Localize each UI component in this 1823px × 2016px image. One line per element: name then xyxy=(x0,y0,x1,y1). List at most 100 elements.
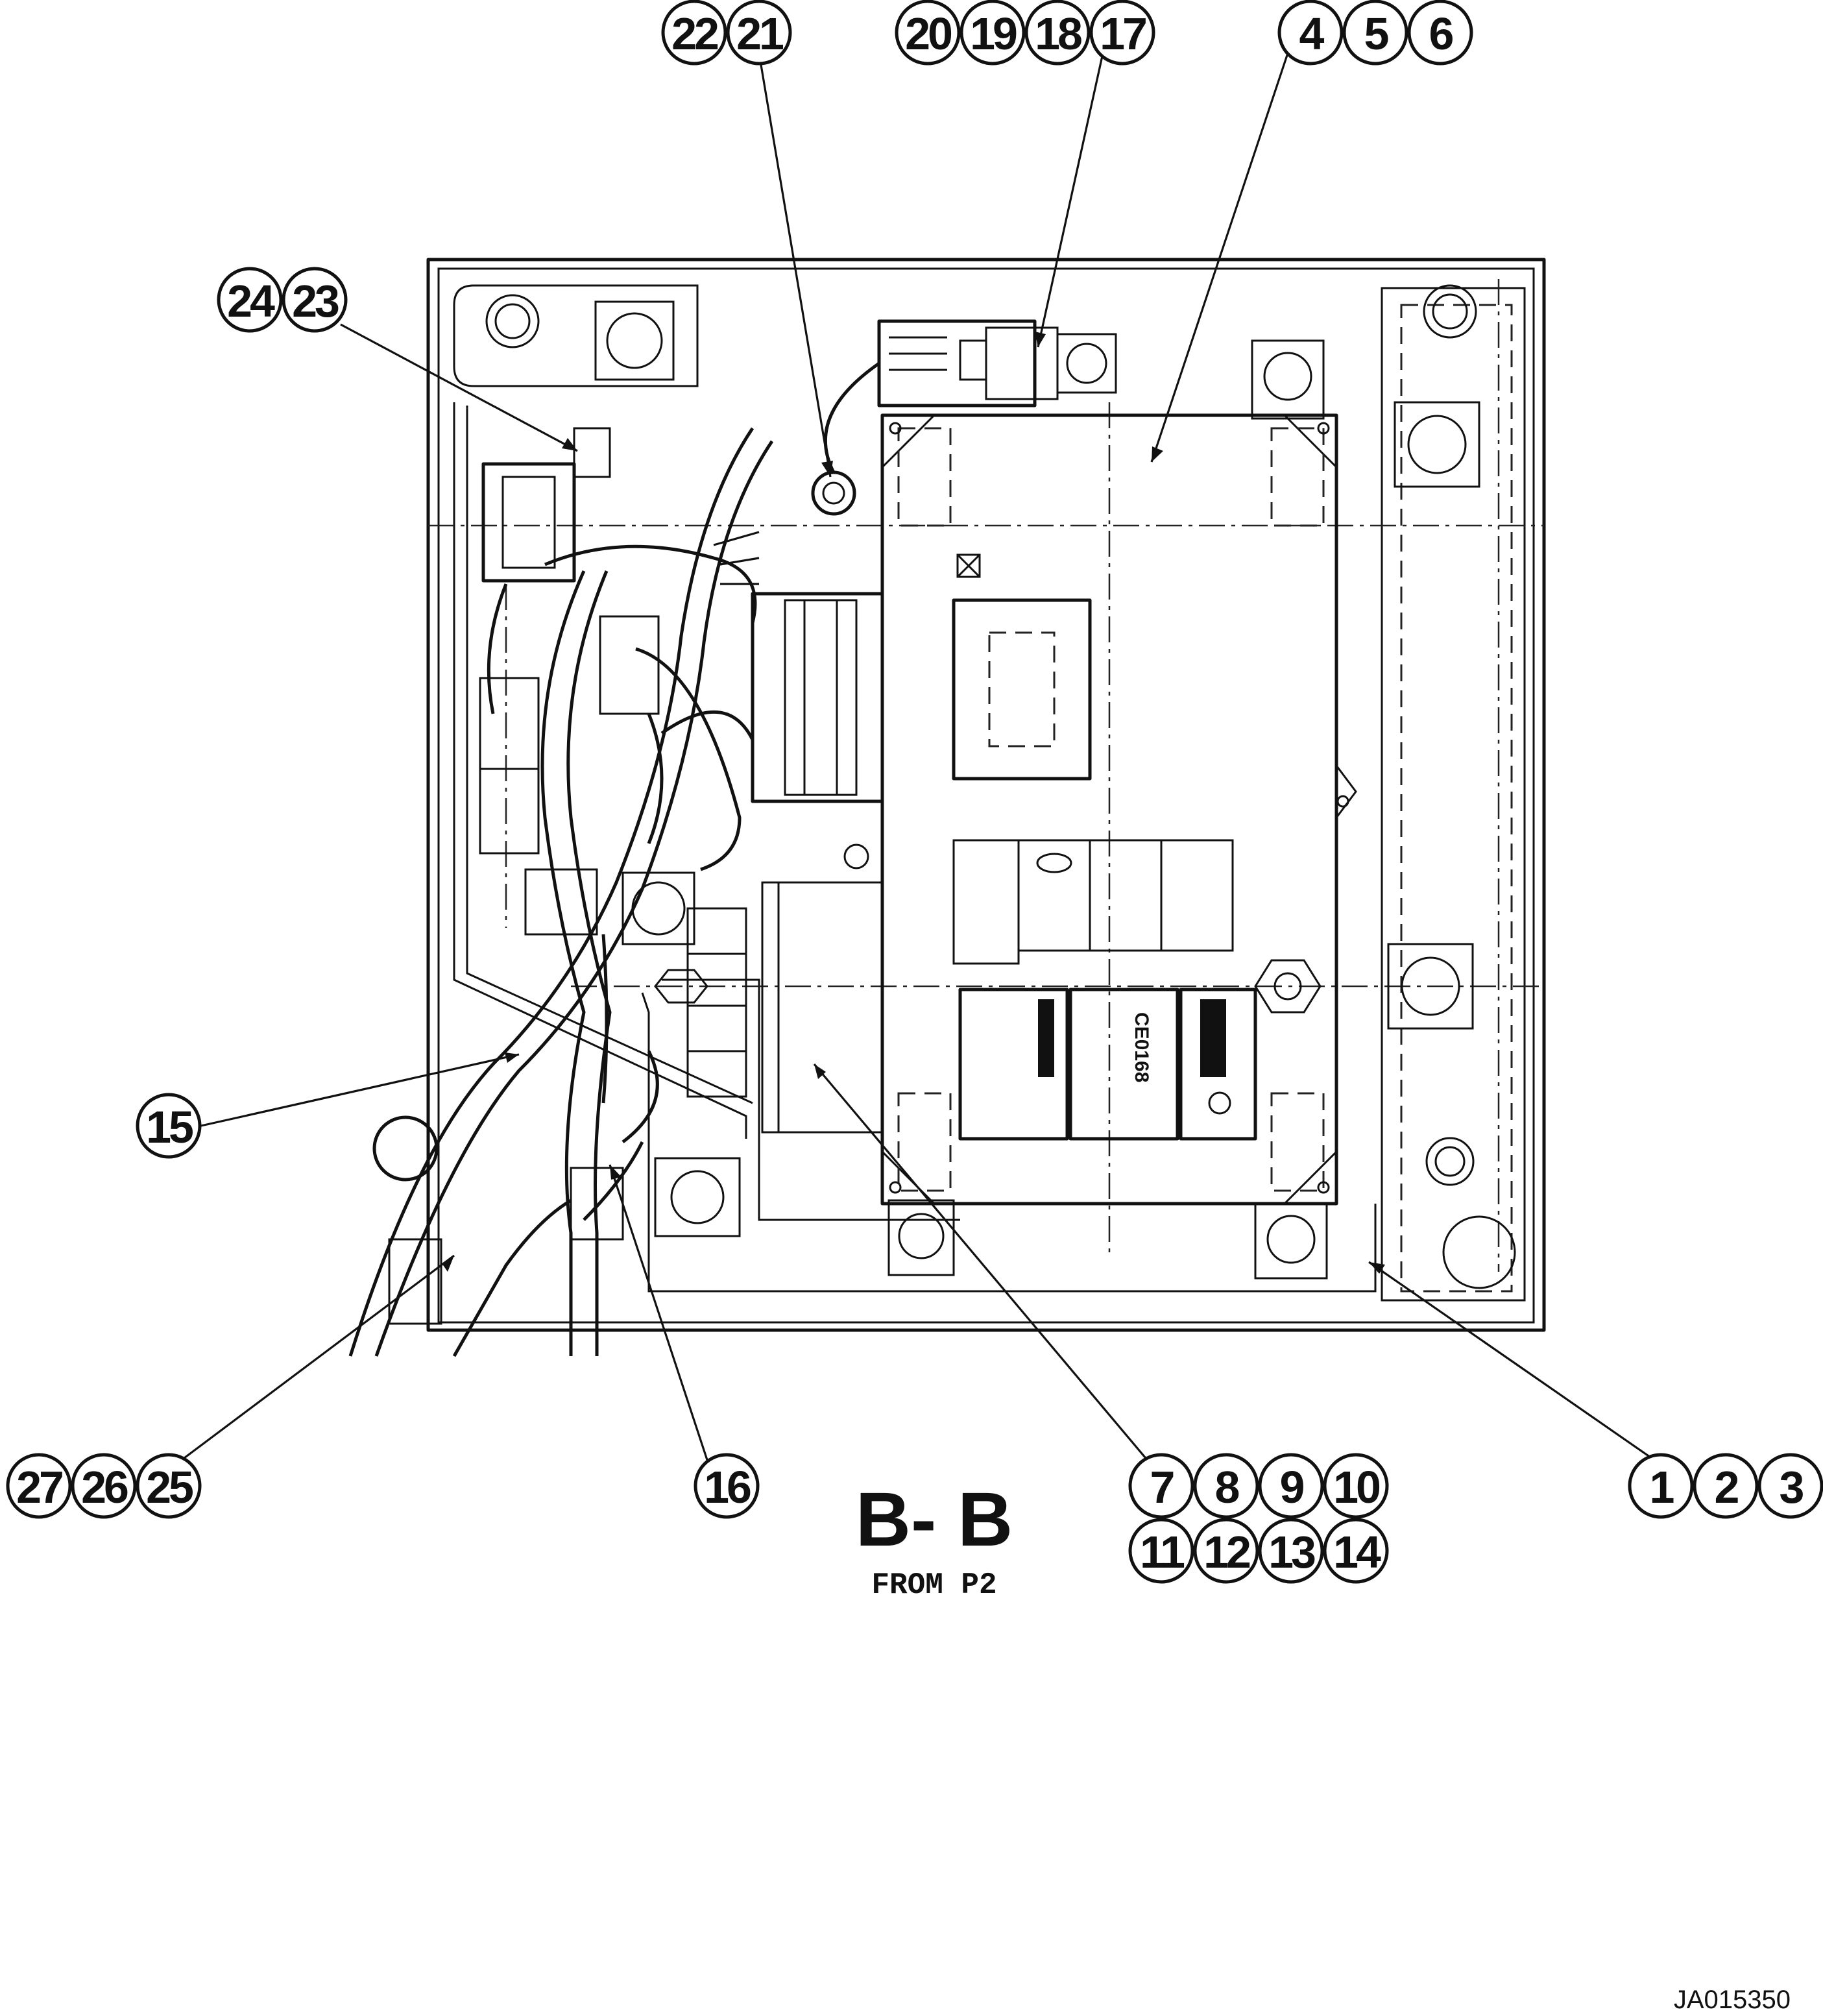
callout-number: 22 xyxy=(671,8,718,59)
callout-bubble-27: 27 xyxy=(6,1453,72,1519)
callout-group-24-23: 24 23 xyxy=(217,267,348,333)
center-lines xyxy=(428,279,1544,1272)
callout-circle xyxy=(1323,1518,1389,1584)
bolt-top-left-2 xyxy=(594,300,675,381)
callout-circle xyxy=(136,1093,202,1159)
callout-number: 15 xyxy=(146,1102,193,1152)
callout-circle xyxy=(661,0,727,66)
bolt-right-lower xyxy=(1387,943,1474,1030)
callout-circle xyxy=(1757,1453,1823,1519)
callout-circle xyxy=(1277,0,1344,66)
bolt-top-center xyxy=(1056,333,1117,394)
callout-circle xyxy=(694,1453,760,1519)
callout-circle xyxy=(960,0,1026,66)
ecm-controller: CE0168 xyxy=(880,413,1357,1206)
callout-circle xyxy=(1693,1453,1759,1519)
view-label: B- B FROM P2 xyxy=(856,1477,1013,1602)
callout-group-15: 15 xyxy=(136,1093,202,1159)
callout-number: 3 xyxy=(1780,1462,1804,1512)
view-title: B- B xyxy=(856,1477,1013,1562)
callout-number: 5 xyxy=(1364,8,1388,59)
callout-bubble-9: 9 xyxy=(1258,1453,1324,1519)
bolt-right-small xyxy=(1425,1137,1475,1186)
callout-bubble-25: 25 xyxy=(136,1453,202,1519)
view-subtitle: FROM P2 xyxy=(871,1568,996,1602)
callout-number: 17 xyxy=(1100,8,1146,59)
callout-group-16: 16 xyxy=(694,1453,760,1519)
callout-number: 18 xyxy=(1035,8,1081,59)
callout-bubble-1: 1 xyxy=(1628,1453,1694,1519)
callout-bubble-7: 7 xyxy=(1128,1453,1194,1519)
callout-circle xyxy=(1407,0,1473,66)
callout-circle xyxy=(6,1453,72,1519)
leader-27-25 xyxy=(181,1254,455,1461)
leader-22-21 xyxy=(758,53,832,478)
ecm-plate-text: CE0168 xyxy=(1131,1012,1152,1082)
callout-circle xyxy=(1628,1453,1694,1519)
bolt-top-right xyxy=(1423,284,1477,339)
callout-bubble-8: 8 xyxy=(1193,1453,1259,1519)
wiring-harness xyxy=(348,427,774,1357)
callout-bubble-5: 5 xyxy=(1342,0,1408,66)
callout-number: 2 xyxy=(1715,1462,1739,1512)
nut-center-right xyxy=(1254,959,1322,1014)
callout-circle xyxy=(1128,1453,1194,1519)
callout-number: 21 xyxy=(736,8,783,59)
callout-circle xyxy=(1342,0,1408,66)
leader-16 xyxy=(609,1164,708,1461)
callout-circle xyxy=(895,0,961,66)
callout-bubble-13: 13 xyxy=(1258,1518,1324,1584)
nut-mid-left xyxy=(654,969,708,1004)
relay-connector xyxy=(877,319,1059,407)
callout-number: 16 xyxy=(704,1462,751,1512)
callout-number: 24 xyxy=(227,276,275,326)
callout-circle xyxy=(217,267,283,333)
callout-bubble-23: 23 xyxy=(282,267,348,333)
callout-bubble-21: 21 xyxy=(726,0,792,66)
callout-bubble-6: 6 xyxy=(1407,0,1473,66)
callout-circle xyxy=(1258,1518,1324,1584)
callout-circle xyxy=(1128,1518,1194,1584)
callout-bubble-20: 20 xyxy=(895,0,961,66)
callout-bubble-14: 14 xyxy=(1323,1518,1389,1584)
callout-bubble-10: 10 xyxy=(1323,1453,1389,1519)
callout-bubble-15: 15 xyxy=(136,1093,202,1159)
callout-bubble-16: 16 xyxy=(694,1453,760,1519)
large-hole-bottom-right xyxy=(1442,1215,1516,1289)
callout-bubble-26: 26 xyxy=(71,1453,137,1519)
bolt-top-left-1 xyxy=(485,294,540,348)
callout-number: 8 xyxy=(1215,1462,1239,1512)
callout-circle xyxy=(1024,0,1091,66)
ground-terminal xyxy=(811,361,881,516)
callout-number: 27 xyxy=(16,1462,62,1512)
callout-number: 10 xyxy=(1333,1462,1380,1512)
callout-number: 6 xyxy=(1429,8,1453,59)
leader-lines xyxy=(181,53,1655,1463)
callout-number: 12 xyxy=(1203,1527,1250,1577)
leader-1-3 xyxy=(1368,1261,1655,1461)
callout-number: 14 xyxy=(1333,1527,1381,1577)
leader-15 xyxy=(200,1053,520,1127)
callout-number: 23 xyxy=(292,276,339,326)
bolt-ecm-bottom-left xyxy=(887,1199,955,1276)
document-id: JA015350 xyxy=(1674,1986,1791,2014)
callout-group-22-21: 22 21 xyxy=(661,0,792,66)
callout-number: 11 xyxy=(1140,1527,1184,1577)
callout-number: 7 xyxy=(1150,1462,1174,1512)
callout-bubble-24: 24 xyxy=(217,267,283,333)
callout-bubble-3: 3 xyxy=(1757,1453,1823,1519)
callout-circle xyxy=(1193,1453,1259,1519)
callout-circle xyxy=(136,1453,202,1519)
callout-number: 4 xyxy=(1299,8,1325,59)
leader-20-17 xyxy=(1037,53,1104,348)
callout-circle xyxy=(71,1453,137,1519)
leader-24-23 xyxy=(340,323,578,452)
callout-bubble-11: 11 xyxy=(1128,1518,1194,1584)
